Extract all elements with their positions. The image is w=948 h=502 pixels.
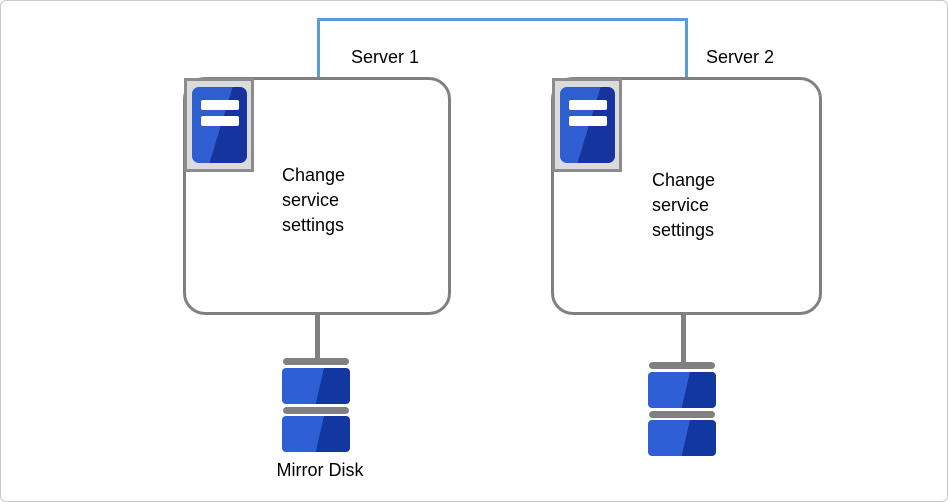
disk-platter (648, 372, 716, 408)
disk-platter (648, 420, 716, 456)
disk-platter (282, 416, 350, 452)
server1-icon-frame (184, 78, 254, 172)
server2-label: Server 2 (706, 47, 775, 67)
server1-action-text: Change service settings (282, 165, 346, 235)
disk-platter (282, 368, 350, 404)
server2-action-text: Change service settings (652, 170, 716, 240)
disk-cap (649, 411, 715, 418)
server-tower-icon (192, 87, 247, 163)
mirror-disk-label: Mirror Disk (276, 460, 364, 480)
disk-cap (283, 407, 349, 414)
disk-stack-icon (282, 358, 350, 453)
server-interconnect-line (317, 18, 688, 77)
server-drive-slot-icon (569, 100, 607, 110)
server2-disk-connector (681, 312, 686, 365)
server-tower-icon (560, 87, 615, 163)
server-drive-slot-icon (569, 116, 607, 126)
server-drive-slot-icon (201, 100, 239, 110)
server2-icon-frame (552, 78, 622, 172)
disk-cap (649, 362, 715, 369)
server1-disk-connector (315, 313, 320, 361)
server-drive-slot-icon (201, 116, 239, 126)
disk-cap (283, 358, 349, 365)
disk-stack-icon (648, 362, 716, 457)
server1-label: Server 1 (351, 47, 420, 67)
